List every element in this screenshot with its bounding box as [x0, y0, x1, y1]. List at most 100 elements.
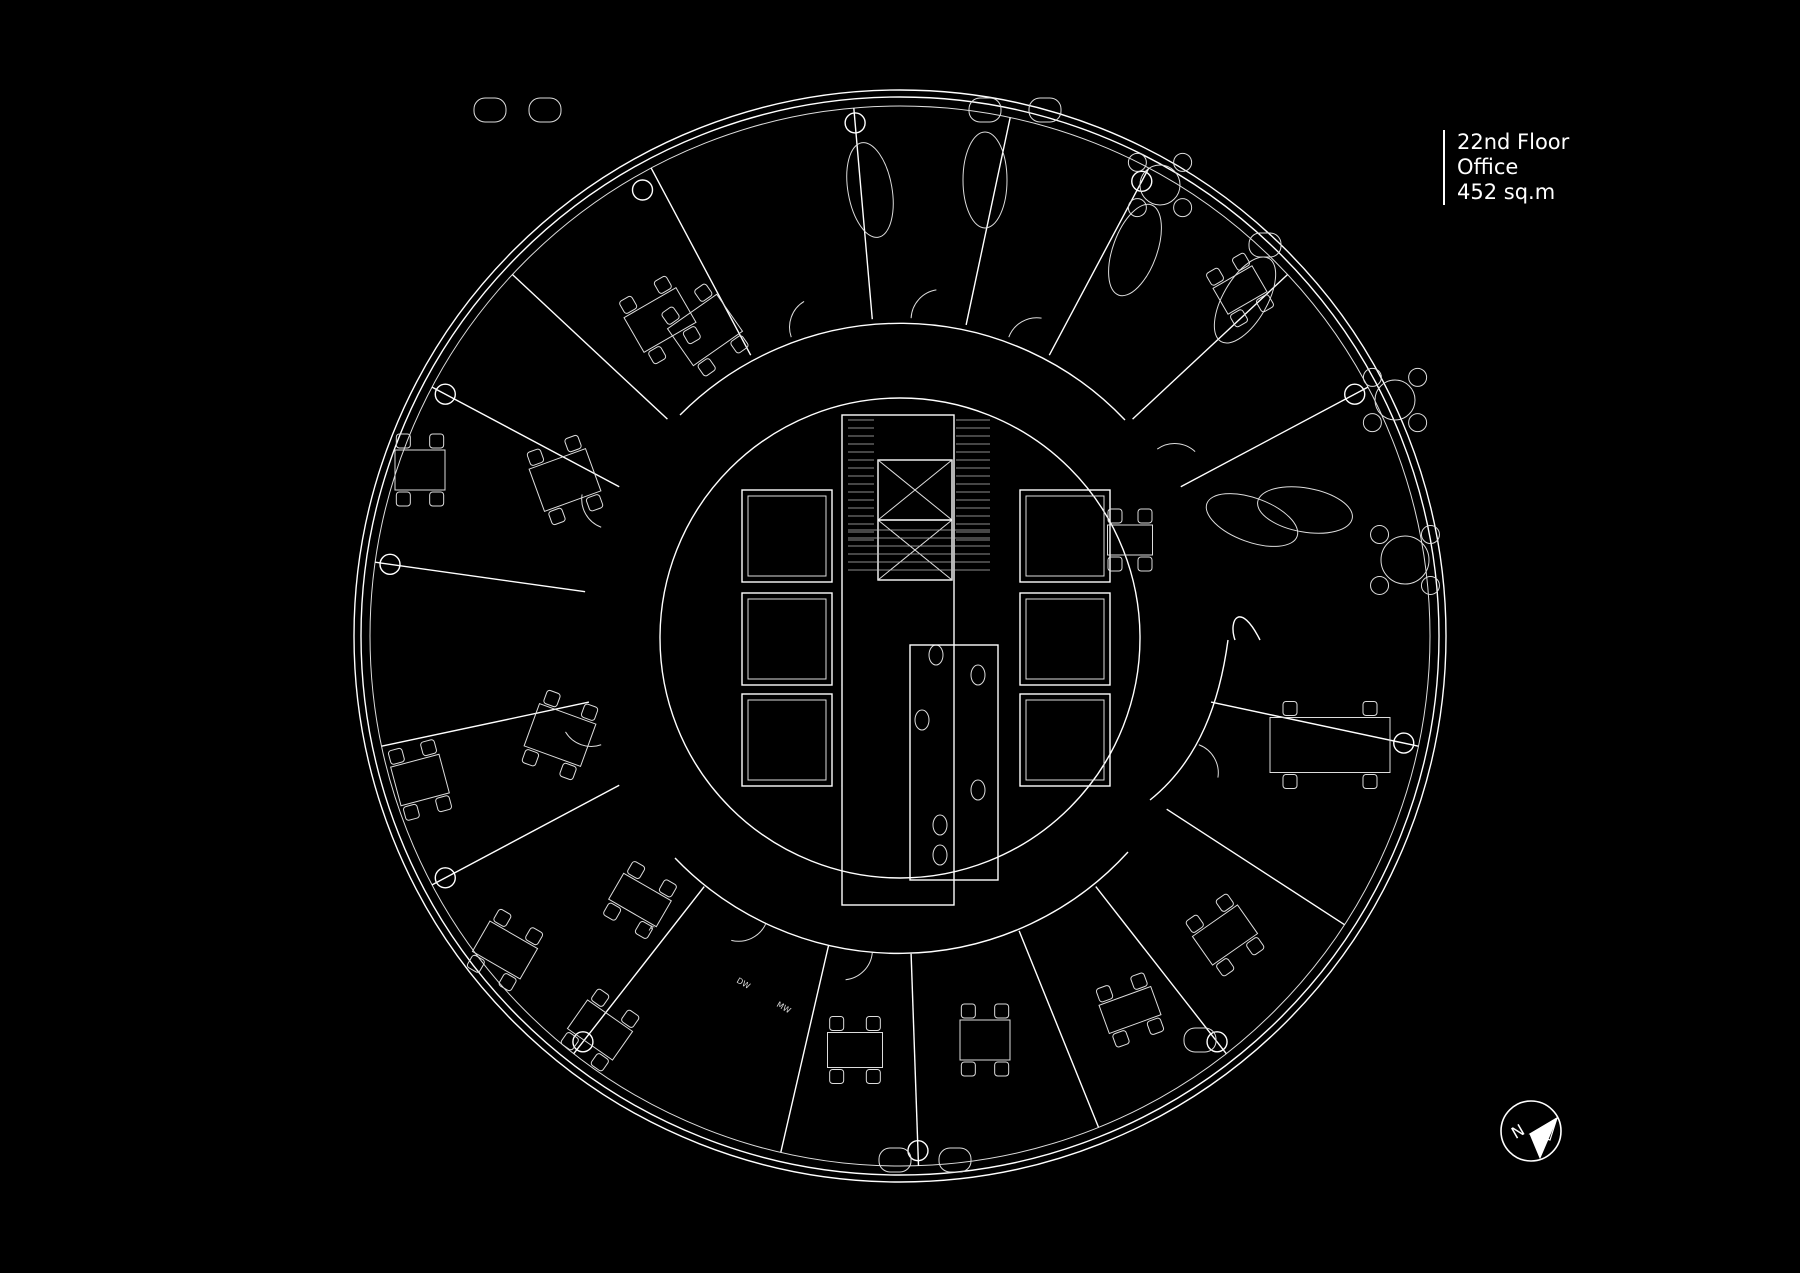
chair [560, 1032, 579, 1051]
chair [403, 803, 420, 821]
chair [1362, 413, 1382, 433]
legend-area: 452 sq.m [1457, 180, 1556, 204]
chair [1420, 575, 1440, 595]
column [907, 1139, 929, 1162]
lounge-chair [1028, 97, 1062, 123]
chair [1362, 774, 1378, 789]
chair [1232, 252, 1250, 271]
lift-car [741, 693, 833, 787]
partition-wall [780, 945, 830, 1153]
lift-car-inner [747, 598, 827, 680]
desk-cluster [521, 689, 599, 781]
washroom [909, 644, 999, 881]
chair [1216, 958, 1235, 977]
chair [829, 1016, 845, 1031]
chair [619, 295, 638, 314]
label-mw: MW [775, 1000, 792, 1015]
chair [865, 1069, 881, 1084]
desk [959, 1019, 1011, 1061]
chair [387, 747, 405, 765]
partition-wall [381, 701, 590, 747]
toilet-fixture [914, 709, 930, 731]
desk-cluster [394, 433, 446, 507]
chair [466, 954, 485, 973]
columns [379, 112, 1415, 1162]
floor-legend: 22nd Floor Office 452 sq.m [1443, 130, 1569, 205]
lift-car-inner [747, 495, 827, 577]
chair [661, 306, 680, 325]
door-swing [845, 952, 873, 981]
chair [1130, 972, 1148, 990]
chair [994, 1061, 1010, 1077]
outer-facade [353, 89, 1447, 1183]
desk [608, 872, 672, 928]
column [434, 867, 456, 889]
partition-wall [511, 274, 668, 420]
lift-car [1019, 489, 1111, 583]
lift-car-inner [1025, 495, 1105, 577]
doors [565, 289, 1219, 981]
lift-car-inner [1025, 699, 1105, 781]
oval-table [1108, 203, 1162, 297]
stairs [848, 419, 990, 571]
lounge-chair [528, 97, 562, 123]
partition-wall [1018, 930, 1100, 1128]
chair [585, 494, 604, 512]
legend-floor: 22nd Floor [1457, 130, 1570, 154]
lounge-chair [878, 1147, 912, 1173]
lounge-chair [473, 97, 507, 123]
chair [1127, 198, 1147, 218]
column [434, 383, 456, 405]
chair [395, 491, 411, 507]
chair [1370, 525, 1390, 545]
partition-wall [1095, 886, 1227, 1055]
round-table [1380, 535, 1430, 585]
partition-wall [1210, 701, 1419, 747]
chair [634, 920, 653, 939]
core [659, 397, 1141, 906]
chair [697, 358, 716, 377]
chair [1127, 152, 1147, 172]
chair [493, 908, 512, 927]
desk-cluster [526, 434, 604, 526]
desk-cluster [1206, 252, 1274, 328]
round-table [1139, 164, 1181, 206]
chair [627, 861, 646, 880]
desk-cluster [619, 275, 701, 365]
lift-car-inner [747, 699, 827, 781]
toilet-fixture [970, 664, 986, 686]
chair [1408, 367, 1428, 387]
desk-cluster [1095, 972, 1165, 1048]
desk-cluster [1185, 893, 1265, 977]
desk [566, 999, 634, 1061]
chair [548, 507, 566, 526]
partition-wall [910, 953, 920, 1166]
toilet-fixture [932, 814, 948, 836]
lift-car [1019, 693, 1111, 787]
chair [580, 703, 599, 721]
column [1206, 1031, 1228, 1053]
chair [1282, 701, 1298, 716]
chair [525, 927, 544, 946]
desk-cluster [959, 1003, 1011, 1077]
desk [471, 920, 539, 980]
lounge-chair [1248, 232, 1282, 258]
chair [559, 762, 577, 781]
label-f: F [647, 924, 656, 934]
chair [420, 739, 437, 757]
chair [564, 434, 582, 453]
chair [682, 326, 701, 345]
legend-use: Office [1457, 155, 1519, 179]
chair [1246, 937, 1265, 956]
chair [648, 346, 667, 365]
partition-wall [1180, 386, 1369, 488]
chair [1137, 508, 1153, 524]
desk [623, 286, 697, 354]
desk [1107, 524, 1153, 556]
label-dw: DW [735, 976, 752, 991]
desk [394, 449, 446, 491]
desk-cluster [827, 1016, 883, 1084]
chair [960, 1061, 976, 1077]
column [1131, 170, 1153, 192]
chair [621, 1009, 640, 1028]
